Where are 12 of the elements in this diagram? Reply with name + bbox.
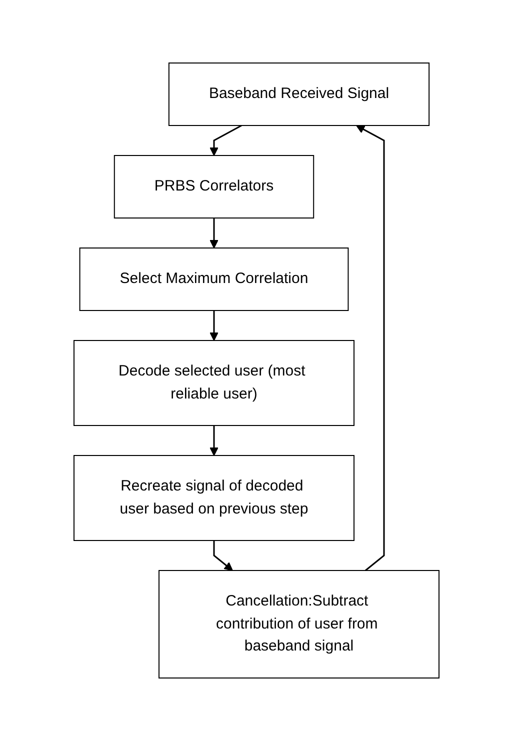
node-box: Cancellation:Subtract contribution of user from baseband signal bbox=[158, 570, 440, 678]
arrow bbox=[213, 540, 233, 570]
arrow bbox=[210, 310, 218, 340]
node-box: Decode selected user (most reliable user) bbox=[74, 340, 354, 426]
node-box: PRBS Correlators bbox=[114, 154, 314, 218]
arrow bbox=[210, 218, 218, 248]
node-box: Recreate signal of decoded user based on previous step bbox=[74, 454, 354, 540]
arrow bbox=[356, 124, 385, 571]
node-box: Baseband Received Signal bbox=[168, 62, 430, 126]
arrow bbox=[210, 425, 218, 456]
arrow bbox=[210, 124, 242, 156]
node-box: Select Maximum Correlation bbox=[79, 247, 349, 310]
